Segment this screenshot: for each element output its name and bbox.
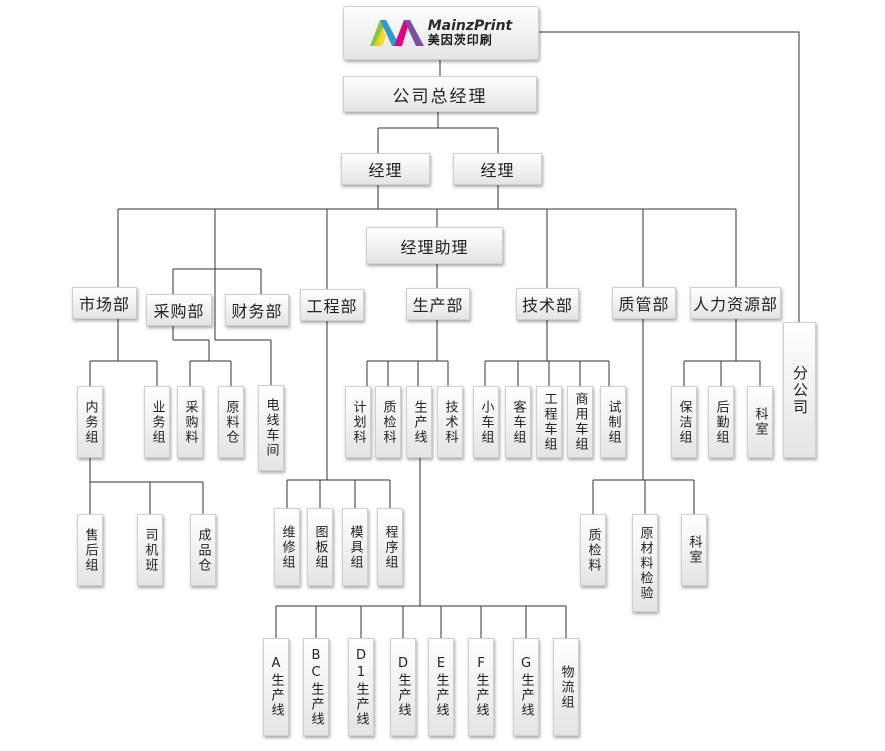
quality-unit-inspection: 质检料 (580, 514, 606, 586)
line-d: D生产线 (390, 638, 416, 736)
market-unit-business: 业务组 (144, 386, 170, 458)
dept-purchase: 采购部 (146, 294, 212, 326)
assistant-manager-box: 经理助理 (366, 227, 503, 264)
company-logo: MainzPrint 美因茨印刷 (343, 6, 539, 60)
branch-company-box: 分公司 (783, 322, 816, 458)
manager-box-2: 经理 (453, 153, 542, 185)
prod-unit-planning: 计划科 (345, 386, 371, 458)
line-bc: BC生产线 (303, 638, 329, 736)
dept-quality: 质管部 (612, 287, 676, 319)
hr-unit-office: 科室 (747, 386, 773, 458)
tech-unit-bus: 客车组 (505, 386, 531, 458)
line-e: E生产线 (428, 638, 454, 736)
dept-engineering: 工程部 (300, 289, 364, 321)
market-sub-aftersales: 售后组 (77, 514, 103, 586)
market-sub-drivers: 司机班 (137, 514, 163, 586)
tech-unit-engineering-vehicle: 工程车组 (536, 386, 562, 458)
eng-unit-drawing: 图板组 (307, 508, 333, 586)
prod-unit-qc: 质检科 (375, 386, 401, 458)
logistics-group: 物流组 (553, 638, 579, 736)
general-manager-box: 公司总经理 (343, 76, 537, 112)
hr-unit-logistics: 后勤组 (708, 386, 734, 458)
quality-unit-office: 科室 (681, 514, 707, 586)
dept-market: 市场部 (72, 287, 137, 319)
prod-unit-line: 生产线 (406, 386, 432, 458)
dept-production: 生产部 (406, 288, 470, 320)
quality-unit-raw-inspection: 原材料检验 (632, 514, 658, 612)
dept-hr: 人力资源部 (690, 287, 781, 319)
logo-text-en: MainzPrint (427, 18, 513, 35)
purchase-unit-materials: 采购料 (177, 386, 203, 458)
line-d1: D1生产线 (348, 638, 374, 736)
eng-unit-program: 程序组 (377, 508, 403, 586)
market-unit-internal: 内务组 (77, 386, 103, 458)
eng-unit-mold: 模具组 (342, 508, 368, 586)
wire-workshop-box: 电线车间 (258, 385, 284, 471)
line-a: A生产线 (263, 638, 289, 736)
prod-unit-tech: 技术科 (437, 386, 463, 458)
manager-box-1: 经理 (341, 153, 430, 185)
line-f: F生产线 (468, 638, 494, 736)
tech-unit-trial: 试制组 (600, 386, 626, 458)
tech-unit-car: 小车组 (473, 386, 499, 458)
eng-unit-maintenance: 维修组 (274, 508, 300, 586)
hr-unit-cleaning: 保洁组 (671, 386, 697, 458)
logo-text-cn: 美因茨印刷 (427, 33, 493, 48)
purchase-unit-raw-warehouse: 原料仓 (218, 386, 244, 458)
market-sub-warehouse: 成品仓 (190, 514, 216, 586)
line-g: G生产线 (513, 638, 539, 736)
tech-unit-commercial-vehicle: 商用车组 (567, 386, 593, 458)
mainzprint-logo-mark-icon (369, 20, 424, 46)
dept-finance: 财务部 (225, 294, 289, 326)
dept-tech: 技术部 (516, 288, 579, 320)
